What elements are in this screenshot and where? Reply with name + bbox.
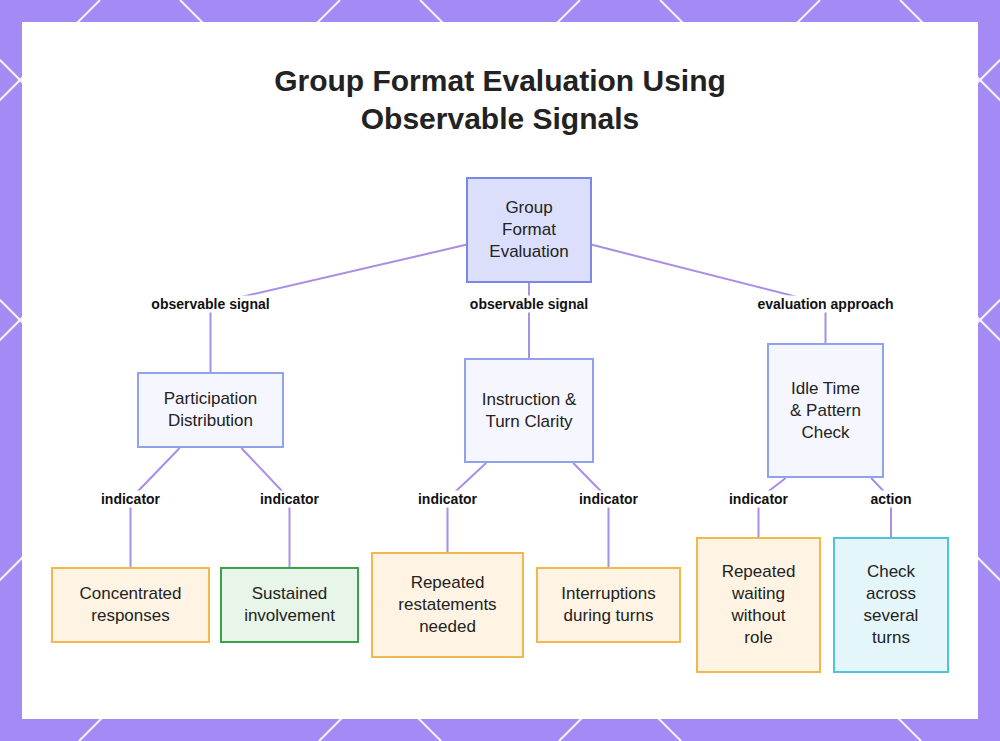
connector-line	[131, 448, 180, 567]
node-text: Participation Distribution	[148, 388, 273, 432]
indicator-box: Concentrated responses	[51, 567, 210, 643]
connector-line	[528, 283, 530, 358]
connector-line	[592, 245, 826, 343]
node-text: Check across several turns	[854, 561, 929, 649]
node-text: Repeated waiting without role	[719, 561, 799, 649]
edge-label: indicator	[415, 491, 480, 508]
indicator-box: Interruptions during turns	[536, 567, 681, 643]
connector-line	[241, 448, 289, 567]
connector-line	[573, 463, 608, 567]
edge-label: observable signal	[148, 296, 272, 313]
edge-label: indicator	[98, 491, 163, 508]
connector-line	[871, 478, 891, 537]
root-box: Group Format Evaluation	[466, 177, 592, 283]
node-text: Idle Time & Pattern Check	[784, 378, 868, 444]
edge-label: observable signal	[467, 296, 591, 313]
node-text: Instruction & Turn Clarity	[479, 389, 579, 433]
indicator-box: Sustained involvement	[220, 567, 359, 643]
edge-label: indicator	[726, 491, 791, 508]
connector-line	[759, 478, 786, 537]
node-text: Group Format Evaluation	[482, 197, 577, 263]
edge-label: indicator	[257, 491, 322, 508]
indicator-box: Repeated restatements needed	[371, 552, 524, 658]
edge-label: indicator	[576, 491, 641, 508]
node-text: Interruptions during turns	[545, 583, 673, 627]
signal-box: Instruction & Turn Clarity	[464, 358, 594, 463]
approach-box: Idle Time & Pattern Check	[767, 343, 884, 478]
node-text: Sustained involvement	[230, 583, 350, 627]
edge-label: action	[867, 491, 914, 508]
diagram-title: Group Format Evaluation Using Observable…	[265, 62, 735, 138]
node-text: Repeated restatements needed	[383, 572, 513, 638]
node-text: Concentrated responses	[61, 583, 201, 627]
action-box: Check across several turns	[833, 537, 949, 673]
indicator-box: Repeated waiting without role	[696, 537, 821, 673]
connector-line	[448, 463, 487, 552]
edge-label: evaluation approach	[754, 296, 896, 313]
signal-box: Participation Distribution	[137, 372, 284, 448]
